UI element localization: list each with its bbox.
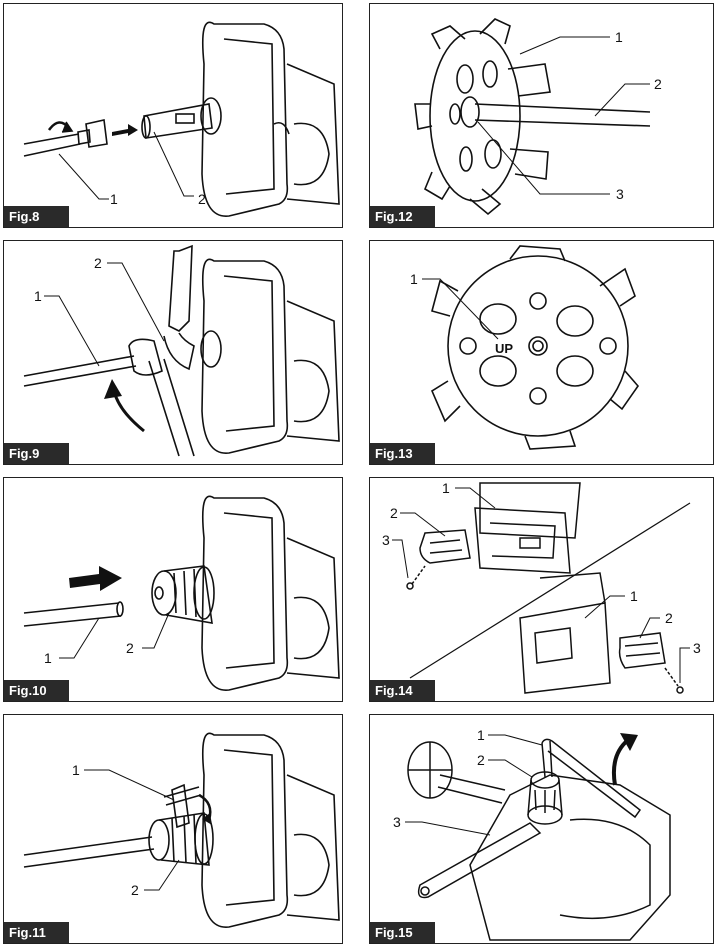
fig13-callout-1: 1	[410, 271, 418, 287]
fig14-callout-3b: 3	[693, 640, 701, 656]
fig15-callout-2: 2	[477, 752, 485, 768]
fig11-label: Fig.11	[4, 922, 69, 943]
fig15-label: Fig.15	[370, 922, 435, 943]
fig11-callout-1: 1	[72, 762, 80, 778]
figure-14-panel: 1 2 3 1 2 3 Fig.14	[369, 477, 714, 702]
figure-11-panel: 1 2 Fig.11	[3, 714, 343, 944]
fig13-up-mark: UP	[495, 341, 513, 356]
figure-8-illustration: 1 2	[23, 21, 340, 217]
fig11-callout-2: 2	[131, 882, 139, 898]
fig8-label: Fig.8	[4, 206, 69, 227]
fig14-callout-1b: 1	[630, 588, 638, 604]
fig14-callout-2a: 2	[390, 505, 398, 521]
figure-15-illustration: 1 2 3	[393, 727, 671, 941]
figure-8-panel: 1 2 Fig.8	[3, 3, 343, 228]
figure-11-illustration: 1 2	[23, 732, 340, 928]
fig9-label: Fig.9	[4, 443, 69, 464]
fig9-callout-1: 2	[94, 255, 102, 271]
figure-13-illustration: 1 UP	[410, 245, 640, 450]
figure-12-panel: 1 2 3 Fig.12	[369, 3, 714, 228]
fig12-callout-2: 2	[654, 76, 662, 92]
fig12-callout-3: 3	[616, 186, 624, 202]
fig14-callout-3a: 3	[382, 532, 390, 548]
figure-9-panel: 1 2 Fig.9	[3, 240, 343, 465]
figure-13-panel: 1 UP Fig.13	[369, 240, 714, 465]
fig10-label: Fig.10	[4, 680, 69, 701]
fig14-callout-1a: 1	[442, 480, 450, 496]
figure-12-illustration: 1 2 3	[414, 18, 662, 216]
fig8-callout-1: 1	[110, 191, 118, 207]
figure-10-illustration: 1 2	[23, 495, 340, 691]
fig12-callout-1: 1	[615, 29, 623, 45]
fig13-label: Fig.13	[370, 443, 435, 464]
fig14-label: Fig.14	[370, 680, 435, 701]
figure-15-panel: 1 2 3 Fig.15	[369, 714, 714, 944]
fig12-label: Fig.12	[370, 206, 435, 227]
figure-14-illustration: 1 2 3 1 2 3	[382, 480, 701, 694]
fig10-callout-1: 1	[44, 650, 52, 666]
fig8-callout-2: 2	[198, 191, 206, 207]
figure-10-panel: 1 2 Fig.10	[3, 477, 343, 702]
fig10-callout-2: 2	[126, 640, 134, 656]
fig15-callout-1: 1	[477, 727, 485, 743]
figure-9-illustration: 1 2	[23, 244, 340, 457]
fig9-callout-2: 1	[34, 288, 42, 304]
fig15-callout-3: 3	[393, 814, 401, 830]
fig14-callout-2b: 2	[665, 610, 673, 626]
